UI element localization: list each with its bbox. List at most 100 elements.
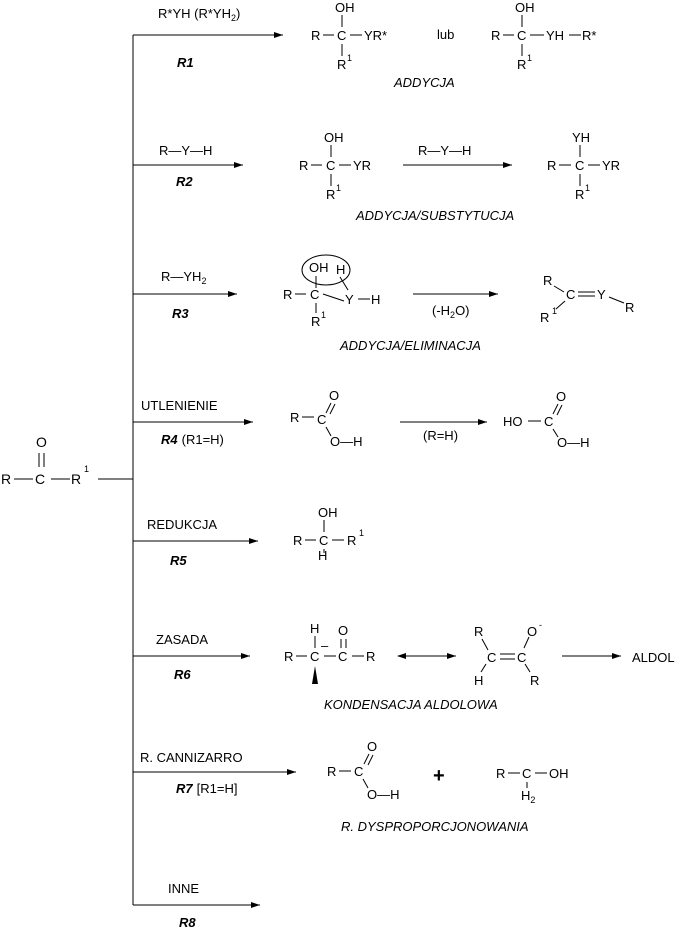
r8-label: R8 bbox=[179, 915, 196, 930]
bond bbox=[481, 638, 489, 651]
bond bbox=[362, 778, 369, 789]
bond bbox=[367, 754, 374, 766]
carbonyl-r1: R bbox=[71, 471, 81, 487]
r3-product-1: OH H R C Y H R 1 bbox=[283, 254, 380, 329]
r7-product-2: R C OH H2 bbox=[496, 766, 569, 805]
r2-p2-sup: 1 bbox=[585, 183, 590, 193]
r1-p2-r1: R bbox=[517, 57, 526, 72]
r1-p1-r: R bbox=[311, 28, 320, 43]
r5-p1-r1: R bbox=[347, 533, 356, 548]
r4-p1-o: O bbox=[329, 388, 339, 403]
r6-p1-minus: – bbox=[321, 638, 329, 653]
bond bbox=[329, 403, 336, 415]
reaction-r4: UTLENIENIE R4(R1=H) O R C O—H (R=H) O HO… bbox=[133, 388, 590, 450]
r7-caption: R. DYSPROPORCJONOWANIA bbox=[341, 819, 529, 834]
r7-p2-r: R bbox=[496, 766, 505, 781]
carbonyl-r: R bbox=[1, 471, 11, 487]
r6-p2-h: H bbox=[474, 673, 483, 688]
bond bbox=[553, 285, 565, 293]
r3-p2-y: Y bbox=[597, 287, 606, 302]
r4-label-group: R4(R1=H) bbox=[161, 432, 224, 447]
bond bbox=[524, 663, 531, 673]
r7-p1-r: R bbox=[327, 764, 336, 779]
r6-p2-c: C bbox=[487, 650, 496, 665]
r2-arrow2-label: R—Y—H bbox=[418, 143, 471, 158]
r7-p1-o: O bbox=[367, 739, 377, 754]
r3-p1-r1: R bbox=[311, 314, 320, 329]
r7-p1-oh: O—H bbox=[367, 787, 400, 802]
r4-p2-c: C bbox=[544, 414, 553, 429]
r6-p1-r-right: R bbox=[366, 649, 375, 664]
r3-p2-r-right: R bbox=[625, 300, 634, 315]
bond bbox=[523, 636, 530, 649]
r3-p1-r: R bbox=[283, 287, 292, 302]
r1-product-1: OH R C YR* R 1 bbox=[311, 0, 387, 72]
r1-p1-oh: OH bbox=[335, 0, 355, 15]
r2-label: R2 bbox=[176, 174, 193, 189]
r1-p1-sup: 1 bbox=[347, 53, 352, 63]
r4-p1-c: C bbox=[317, 412, 326, 427]
r6-p1-o: O bbox=[338, 623, 348, 638]
reaction-r6: ZASADA R6 H R C – C O R R C C bbox=[133, 620, 675, 712]
r1-p2-r: R bbox=[491, 28, 500, 43]
r6-p1-r: R bbox=[284, 649, 293, 664]
reaction-r5: REDUKCJA R5 OH R C R 1 H bbox=[133, 505, 364, 568]
reaction-r2: R—Y—H R2 OH R C YR R 1 R—Y—H YH R C YR R bbox=[133, 130, 620, 223]
r3-p1-yh: H bbox=[371, 292, 380, 307]
r2-p1-oh: OH bbox=[324, 130, 344, 145]
r8-reagent: INNE bbox=[168, 881, 199, 896]
r2-p1-r1: R bbox=[326, 187, 335, 202]
r2-caption: ADDYCJA/SUBSTYTUCJA bbox=[355, 208, 514, 223]
r3-water-loss-ellipse bbox=[301, 254, 351, 286]
r7-product-1: O R C O—H bbox=[327, 739, 400, 802]
r4-p2-ho: HO bbox=[503, 414, 523, 429]
r5-p1-h: H bbox=[318, 548, 327, 563]
r3-arrow2-label: (-H2O) bbox=[432, 303, 470, 320]
r4-p1-r: R bbox=[290, 410, 299, 425]
r4-p2-o: O bbox=[556, 389, 566, 404]
r6-wedge-bond bbox=[312, 666, 318, 684]
r1-p1-c: C bbox=[337, 28, 346, 43]
r5-p1-oh: OH bbox=[318, 505, 338, 520]
bond bbox=[555, 300, 566, 310]
r7-plus: + bbox=[433, 765, 445, 787]
r2-reagent: R—Y—H bbox=[159, 143, 212, 158]
r2-product-1: OH R C YR R 1 bbox=[299, 130, 371, 202]
r5-p1-c: C bbox=[319, 533, 328, 548]
r6-caption: KONDENSACJA ALDOLOWA bbox=[324, 697, 498, 712]
starting-carbonyl: R C O R 1 bbox=[1, 434, 89, 487]
r3-p2-r-top: R bbox=[543, 273, 552, 288]
r6-label: R6 bbox=[174, 667, 191, 682]
bond bbox=[480, 663, 487, 673]
r4-reagent: UTLENIENIE bbox=[141, 398, 218, 413]
r3-caption: ADDYCJA/ELIMINACJA bbox=[339, 338, 481, 353]
r4-arrow2-label: (R=H) bbox=[423, 428, 458, 443]
r5-reagent: REDUKCJA bbox=[147, 517, 217, 532]
bond bbox=[552, 428, 559, 438]
r1-p1-r1: R bbox=[337, 57, 346, 72]
r3-p1-y: Y bbox=[345, 292, 354, 307]
r6-p1-c2: C bbox=[338, 649, 347, 664]
r7-label-group: R7[R1=H] bbox=[176, 781, 237, 796]
r6-p2-r-top: R bbox=[474, 624, 483, 639]
r7-p2-h2: H2 bbox=[521, 788, 535, 805]
r3-product-2: R C Y R R 1 bbox=[540, 273, 634, 325]
r5-product: OH R C R 1 H bbox=[293, 505, 364, 563]
r2-p1-sup: 1 bbox=[336, 183, 341, 193]
r6-p2-o: O bbox=[527, 624, 537, 639]
r6-product-2: R C C O - H R bbox=[474, 620, 542, 688]
r5-label: R5 bbox=[170, 553, 187, 568]
r3-p2-sup: 1 bbox=[552, 306, 557, 316]
r3-p2-r-bottom: R bbox=[540, 310, 549, 325]
r2-p2-r: R bbox=[547, 158, 556, 173]
r1-caption: ADDYCJA bbox=[393, 75, 455, 90]
r3-p1-oh: OH bbox=[309, 260, 329, 275]
reaction-r8: INNE R8 bbox=[133, 881, 260, 930]
r1-reagent: R*YH (R*YH2) bbox=[158, 6, 240, 23]
reaction-r3: R—YH2 R3 OH H R C Y H R 1 (-H2O) R C bbox=[133, 254, 634, 353]
reaction-r7: R. CANNIZARRO R7[R1=H] O R C O—H + R C O… bbox=[133, 739, 569, 834]
bond bbox=[339, 276, 349, 291]
r2-p1-yr: YR bbox=[353, 158, 371, 173]
